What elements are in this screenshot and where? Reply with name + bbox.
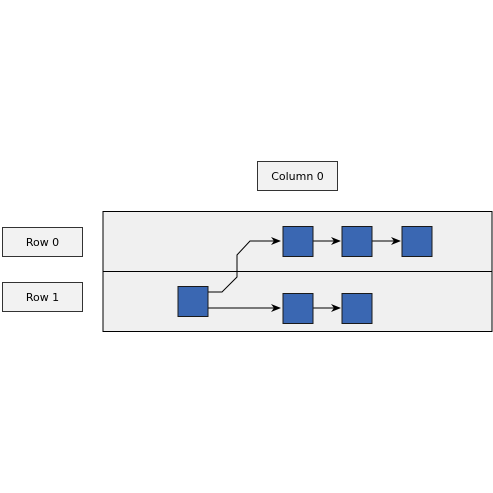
node-r0-2 xyxy=(341,226,373,257)
node-r1-2 xyxy=(341,293,373,324)
node-r0-3 xyxy=(401,226,433,257)
node-source xyxy=(177,286,209,317)
row-header-1: Row 1 xyxy=(2,282,83,312)
edge-source-to-r0-node-1 xyxy=(208,237,281,293)
node-r0-1 xyxy=(282,226,314,257)
column-header: Column 0 xyxy=(257,161,338,191)
row-header-0: Row 0 xyxy=(2,227,83,257)
node-r1-1 xyxy=(282,293,314,324)
